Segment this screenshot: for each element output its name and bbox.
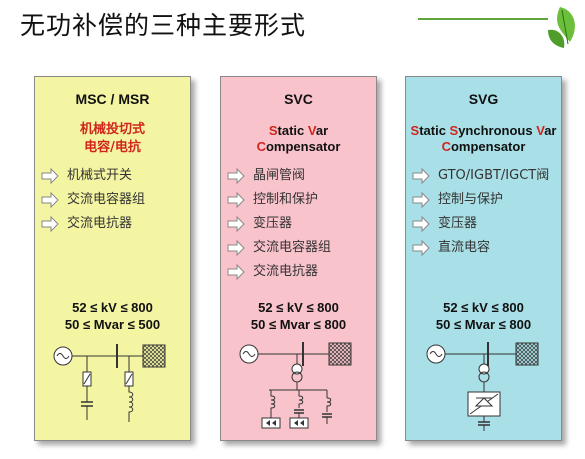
panel-subtitle: 机械投切式 电容/电抗: [35, 121, 190, 157]
highlight-letter: V: [307, 123, 316, 138]
subtitle-line-2: Compensator: [406, 139, 561, 155]
list-item: 晶闸管阀: [227, 164, 331, 188]
arrow-right-icon: [412, 191, 430, 209]
reactor-icon: [326, 397, 332, 412]
reactor-icon: [270, 390, 276, 418]
panel-svg: SVG Static Synchronous Var Compensator G…: [405, 76, 562, 441]
panel-subtitle: Static Synchronous Var Compensator: [406, 123, 561, 155]
subtitle-line-1: Static Synchronous Var: [406, 123, 561, 139]
panel-title: SVG: [468, 91, 499, 107]
grid-block-icon: [328, 342, 352, 366]
list-item: 交流电抗器: [227, 260, 331, 284]
highlight-letter: C: [256, 139, 266, 154]
kv-range: 52 ≤ kV ≤ 800: [72, 300, 153, 315]
list-item: 交流电抗器: [41, 212, 145, 236]
list-item: 变压器: [412, 212, 549, 236]
arrow-right-icon: [412, 215, 430, 233]
subtitle-line-1: Static Var: [221, 123, 376, 139]
arrow-right-icon: [227, 263, 245, 281]
arrow-right-icon: [227, 191, 245, 209]
panel-svc: SVC Static Var Compensator 晶闸管阀 控制和保护 变压…: [220, 76, 377, 441]
kv-range: 52 ≤ kV ≤ 800: [443, 300, 524, 315]
arrow-right-icon: [412, 167, 430, 185]
feature-list: 晶闸管阀 控制和保护 变压器 交流电容器组 交流电抗器: [227, 164, 331, 284]
kv-range: 52 ≤ kV ≤ 800: [258, 300, 339, 315]
title-divider: [418, 18, 548, 20]
ac-source-icon: [239, 344, 259, 364]
ac-source-icon: [426, 344, 446, 364]
svg-circuit-diagram: [426, 342, 539, 431]
arrow-right-icon: [227, 239, 245, 257]
mvar-range: 50 ≤ Mvar ≤ 500: [64, 317, 161, 332]
thyristor-valve-icon: [261, 417, 281, 429]
list-item: 控制与保护: [412, 188, 549, 212]
subtitle-text: ynchronous: [458, 123, 537, 138]
thyristor-valve-icon: [289, 417, 309, 429]
list-item: 交流电容器组: [227, 236, 331, 260]
list-item: 机械式开关: [41, 164, 145, 188]
subtitle-text: ompensator: [265, 139, 341, 154]
highlight-letter: V: [536, 123, 545, 138]
subtitle-text: tatic: [419, 123, 450, 138]
highlight-letter: S: [268, 123, 278, 138]
reactor-icon: [298, 390, 304, 408]
highlight-letter: C: [441, 139, 451, 154]
reactor-icon: [128, 386, 134, 422]
subtitle-line-2: 电容/电抗: [84, 140, 141, 155]
feature-list: GTO/IGBT/IGCT阀 控制与保护 变压器 直流电容: [412, 164, 549, 260]
subtitle-text: ompensator: [450, 139, 526, 154]
arrow-right-icon: [412, 239, 430, 257]
list-item: 控制和保护: [227, 188, 331, 212]
panel-title: SVC: [284, 91, 313, 107]
mvar-range: 50 ≤ Mvar ≤ 800: [435, 317, 532, 332]
panel-msc-msr: MSC / MSR 机械投切式 电容/电抗 机械式开关 交流电容器组 交流电抗器…: [34, 76, 191, 441]
arrow-right-icon: [41, 167, 59, 185]
svc-circuit-diagram: [239, 342, 352, 429]
highlight-letter: S: [410, 123, 420, 138]
transformer-icon: [478, 363, 490, 383]
arrow-right-icon: [227, 167, 245, 185]
list-item: GTO/IGBT/IGCT阀: [412, 164, 549, 188]
panel-title: MSC / MSR: [75, 91, 150, 107]
highlight-letter: S: [449, 123, 459, 138]
msc-circuit-diagram: [53, 344, 166, 422]
arrow-right-icon: [227, 215, 245, 233]
grid-block-icon: [142, 344, 166, 368]
ac-source-icon: [53, 346, 73, 366]
arrow-right-icon: [41, 215, 59, 233]
arrow-right-icon: [41, 191, 59, 209]
subtitle-text: ar: [544, 123, 557, 138]
feature-list: 机械式开关 交流电容器组 交流电抗器: [41, 164, 145, 236]
subtitle-text: tatic: [277, 123, 308, 138]
grid-block-icon: [515, 342, 539, 366]
panel-subtitle: Static Var Compensator: [221, 123, 376, 155]
page-title: 无功补偿的三种主要形式: [20, 11, 307, 40]
subtitle-line-2: Compensator: [221, 139, 376, 155]
mvar-range: 50 ≤ Mvar ≤ 800: [250, 317, 347, 332]
subtitle-line-1: 机械投切式: [79, 122, 145, 137]
leaf-decoration-icon: [548, 7, 575, 48]
list-item: 直流电容: [412, 236, 549, 260]
transformer-icon: [291, 363, 303, 383]
list-item: 交流电容器组: [41, 188, 145, 212]
subtitle-text: ar: [315, 123, 329, 138]
list-item: 变压器: [227, 212, 331, 236]
